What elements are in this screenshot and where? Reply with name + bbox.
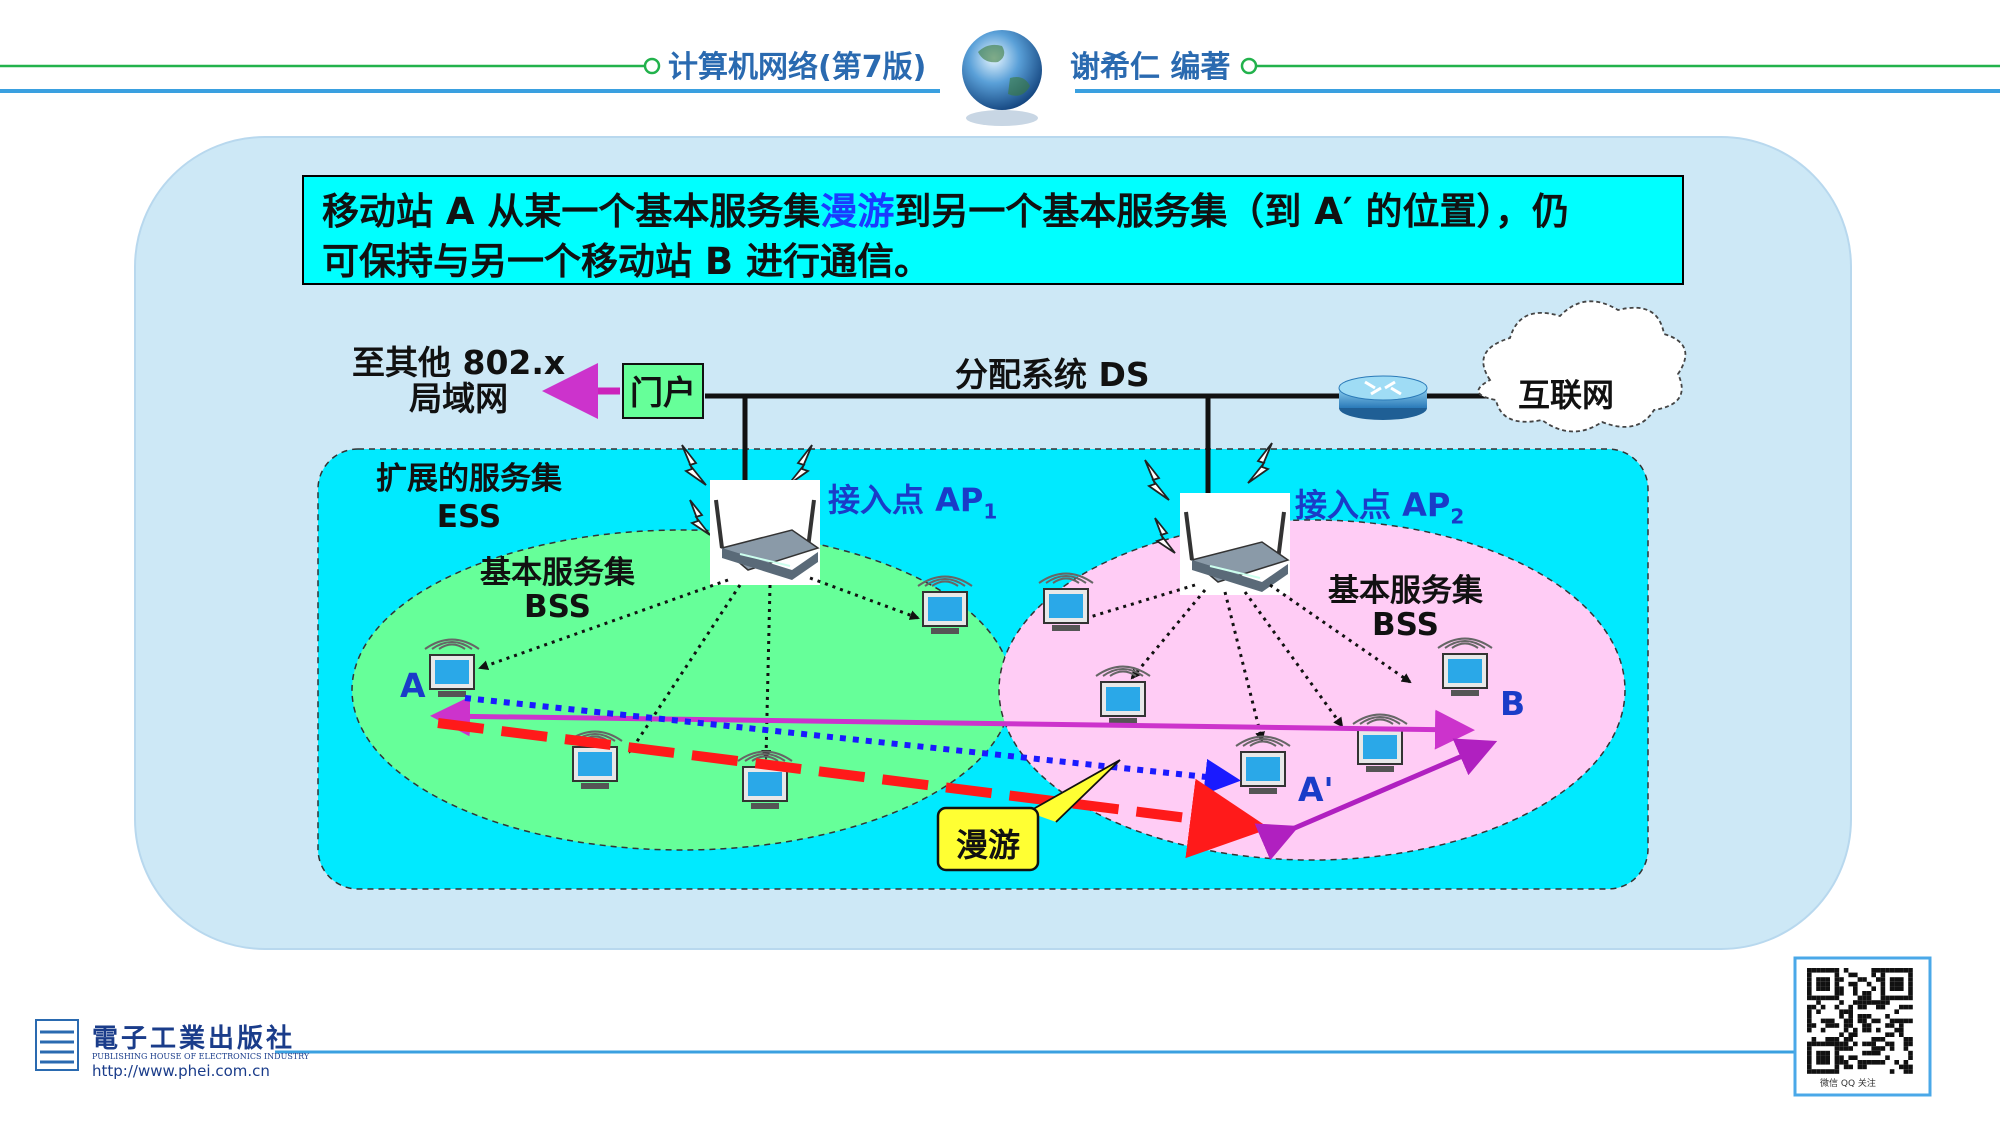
title-line-2: 可保持与另一个移动站 B 进行通信。 bbox=[322, 240, 931, 283]
title-text-part: 到另一个基本服务集（到 A′ 的位置），仍 bbox=[894, 190, 1570, 233]
publisher-name: 電子工業出版社 bbox=[92, 1024, 296, 1054]
ap2-device-icon bbox=[1180, 493, 1290, 595]
portal-box: 门户 bbox=[622, 363, 704, 419]
bss1-label: 基本服务集 BSS bbox=[480, 556, 635, 624]
other-lan-label-line2: 局域网 bbox=[409, 379, 509, 418]
title-highlight: 漫游 bbox=[820, 190, 895, 233]
ap1-device-icon bbox=[710, 480, 820, 585]
ap1-label-text: 接入点 AP bbox=[828, 481, 984, 519]
book-title: 计算机网络(第7版) bbox=[668, 50, 927, 85]
ap2-label-text: 接入点 AP bbox=[1295, 486, 1451, 524]
roam-arrow bbox=[437, 718, 1270, 859]
publisher-logo-icon bbox=[35, 1019, 79, 1071]
ap1-label: 接入点 AP1 bbox=[828, 475, 997, 523]
ess-label: 扩展的服务集 ESS bbox=[376, 460, 562, 536]
station-icon bbox=[1038, 572, 1094, 631]
other-lan-label: 至其他 802.x 局域网 bbox=[352, 345, 565, 417]
internet-label: 互联网 bbox=[1518, 376, 1615, 414]
station-icon bbox=[1437, 637, 1493, 696]
slide-title-box: 移动站 A 从某一个基本服务集漫游到另一个基本服务集（到 A′ 的位置），仍 可… bbox=[302, 175, 1684, 285]
station-a-prime-label: A' bbox=[1298, 770, 1334, 809]
router-icon bbox=[1338, 375, 1428, 420]
qr-code-icon bbox=[1793, 956, 1932, 1097]
bss2-label: 基本服务集 BSS bbox=[1328, 574, 1483, 642]
comm-path-a-b bbox=[430, 696, 1475, 750]
bss1-label-line1: 基本服务集 bbox=[480, 555, 635, 591]
ess-label-line2: ESS bbox=[436, 499, 502, 535]
bss1-label-line2: BSS bbox=[524, 589, 591, 625]
station-b-label: B bbox=[1500, 684, 1526, 723]
station-icon bbox=[917, 575, 973, 634]
bss2-label-line1: 基本服务集 bbox=[1328, 573, 1483, 609]
internet-cloud-icon bbox=[1477, 300, 1687, 433]
header-lines bbox=[0, 57, 2000, 93]
roaming-label: 漫游 bbox=[955, 826, 1020, 864]
title-text-part: 移动站 A 从某一个基本服务集 bbox=[322, 190, 821, 233]
ap1-label-sub: 1 bbox=[983, 499, 998, 524]
book-author: 谢希仁 编著 bbox=[1070, 50, 1231, 85]
publisher-name-en: PUBLISHING HOUSE OF ELECTRONICS INDUSTRY bbox=[92, 1052, 310, 1061]
bss2-label-line2: BSS bbox=[1372, 607, 1439, 643]
ap2-label-sub: 2 bbox=[1450, 504, 1465, 529]
roaming-callout bbox=[936, 759, 1121, 872]
publisher-url: http://www.phei.com.cn bbox=[92, 1062, 270, 1080]
station-icon bbox=[424, 638, 480, 697]
station-a-label: A bbox=[400, 666, 426, 705]
globe-icon bbox=[962, 30, 1042, 126]
other-lan-label-line1: 至其他 802.x bbox=[352, 343, 566, 382]
title-line-1: 移动站 A 从某一个基本服务集漫游到另一个基本服务集（到 A′ 的位置），仍 bbox=[322, 187, 1664, 237]
ds-label: 分配系统 DS bbox=[955, 355, 1150, 394]
comm-path-aprime-b bbox=[1254, 738, 1498, 861]
ap2-label: 接入点 AP2 bbox=[1295, 480, 1464, 528]
ess-label-line1: 扩展的服务集 bbox=[376, 461, 562, 497]
qr-caption: 微信 QQ 关注 bbox=[1820, 1079, 1876, 1089]
